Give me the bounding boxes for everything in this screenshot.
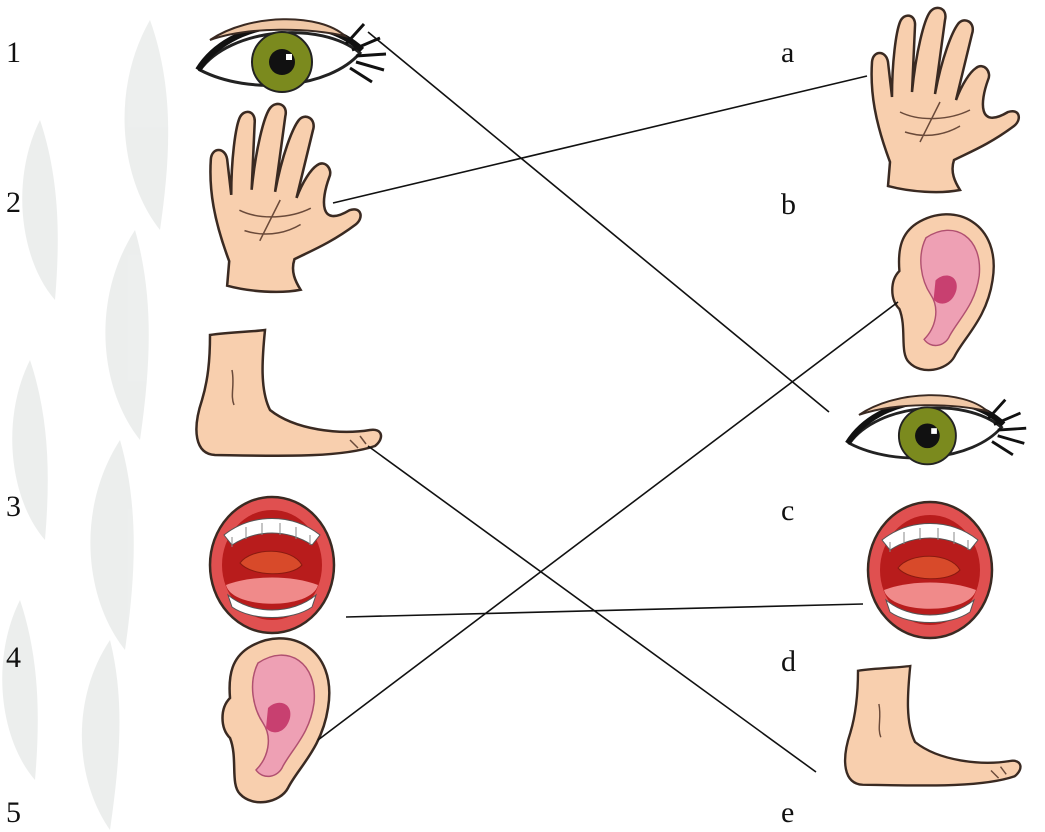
left-hand-icon bbox=[210, 104, 360, 292]
match-line-ear bbox=[318, 302, 898, 740]
match-line-hand bbox=[333, 76, 867, 203]
match-line-mouth bbox=[346, 604, 863, 617]
left-mouth-icon bbox=[210, 497, 334, 633]
right-hand-icon bbox=[872, 8, 1019, 192]
right-eye-icon bbox=[848, 395, 1027, 464]
left-ear-icon bbox=[223, 638, 330, 802]
right-mouth-icon bbox=[868, 502, 992, 638]
match-line-foot bbox=[368, 446, 816, 772]
right-foot-icon bbox=[845, 666, 1020, 785]
right-ear-icon bbox=[892, 214, 993, 370]
left-foot-icon bbox=[196, 330, 381, 456]
left-eye-icon bbox=[198, 19, 386, 92]
match-line-eye bbox=[368, 32, 829, 412]
